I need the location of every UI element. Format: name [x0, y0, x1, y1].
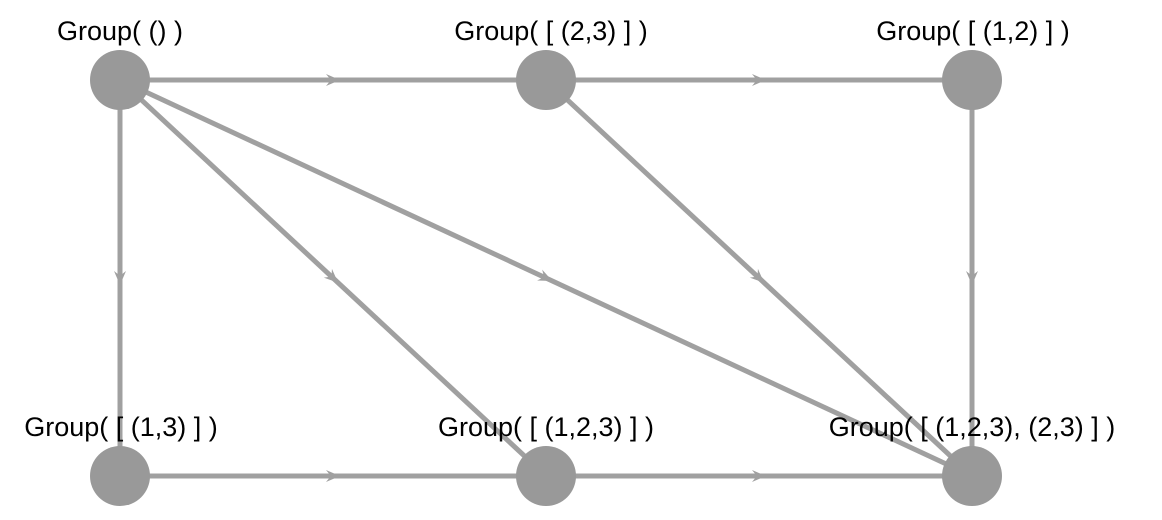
arrowhead-n3-n4	[326, 470, 340, 482]
arrowhead-n2-n5	[966, 271, 978, 285]
arrowhead-n4-n5	[752, 470, 766, 482]
arrowhead-n0-n3	[114, 271, 126, 285]
node-label-group-2-3: Group( [ (2,3) ] )	[454, 16, 648, 46]
arrows-layer	[114, 74, 978, 482]
arrowhead-n0-n4	[323, 268, 339, 283]
arrowhead-n0-n5	[537, 269, 553, 281]
node-label-group-1-3: Group( [ (1,3) ] )	[24, 412, 218, 442]
node-label-group-1-2-3: Group( [ (1,2,3) ] )	[437, 412, 655, 442]
node-n2	[942, 50, 1002, 110]
arrowhead-n0-n1	[326, 74, 340, 86]
arrowhead-n1-n5	[749, 268, 765, 283]
node-n1	[516, 50, 576, 110]
node-n5	[942, 446, 1002, 506]
arrowhead-n1-n2	[752, 74, 766, 86]
node-label-full-group: Group( [ (1,2,3), (2,3) ] )	[828, 412, 1116, 442]
node-label-trivial-group: Group( () )	[56, 16, 184, 46]
node-n4	[516, 446, 576, 506]
node-n0	[90, 50, 150, 110]
nodes-layer	[90, 50, 1002, 506]
node-n3	[90, 446, 150, 506]
node-label-group-1-2: Group( [ (1,2) ] )	[876, 16, 1070, 46]
